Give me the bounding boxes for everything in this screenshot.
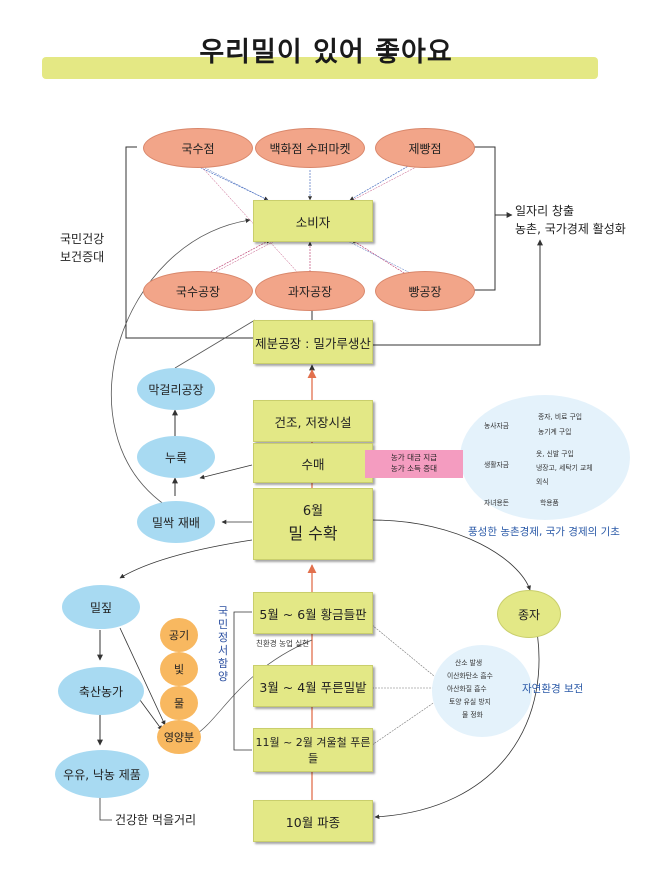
env-item: 아산화질 흡수 — [447, 685, 487, 693]
pink-note: 농가 대금 지급 농가 소득 증대 — [365, 450, 463, 478]
pink-note-line2: 농가 소득 증대 — [390, 464, 438, 473]
harvest-box: 6월 밀 수확 — [253, 488, 373, 560]
economy-cloud — [460, 395, 630, 520]
shop-bakery: 제빵점 — [375, 128, 475, 168]
page-title: 우리밀이 있어 좋아요 — [199, 37, 453, 68]
harvest-label: 밀 수확 — [288, 523, 338, 543]
env-item: 산소 발생 — [455, 659, 483, 667]
straw: 밀짚 — [62, 585, 140, 629]
factory-noodle: 국수공장 — [143, 271, 253, 311]
cloud-item: 농기계 구입 — [538, 428, 572, 436]
shop-department-store: 백화점 수퍼마켓 — [255, 128, 365, 168]
emotion-label-text: 국민정서함양 — [217, 605, 229, 683]
left-label: 국민건강 보건증대 — [60, 230, 104, 266]
seed-circle: 종자 — [497, 590, 561, 638]
livestock-farm: 축산농가 — [58, 667, 144, 715]
economy-caption: 풍성한 농촌경제, 국가 경제의 기초 — [468, 526, 620, 538]
cloud-item: 냉장고, 세탁기 교체 — [536, 464, 593, 472]
cloud-item: 옷, 신발 구입 — [536, 450, 574, 458]
dairy-products: 우유, 낙농 제품 — [55, 750, 149, 798]
consumer-box: 소비자 — [253, 200, 373, 242]
cloud-farming-funds: 농사자금 — [484, 422, 510, 430]
cloud-living-funds: 생활자금 — [484, 461, 510, 469]
season-october-sowing: 10월 파종 — [253, 800, 373, 842]
element-nutrients: 영양분 — [157, 720, 201, 754]
emotion-label: 국민정서함양 — [216, 605, 230, 684]
cloud-child-allowance: 자녀용돈 — [484, 499, 510, 507]
makgeolli-factory: 막걸리공장 — [137, 368, 215, 410]
season-nov-feb: 11월 ~ 2월 겨울철 푸른들 — [253, 728, 373, 772]
right-label: 일자리 창출 농촌, 국가경제 활성화 — [515, 202, 626, 238]
element-water: 물 — [160, 686, 198, 720]
right-label-line1: 일자리 창출 — [515, 204, 575, 218]
eco-farming-label: 친환경 농업 실현 — [256, 639, 310, 648]
storage-box: 건조, 저장시설 — [253, 400, 373, 442]
left-label-line2: 보건증대 — [60, 250, 105, 264]
env-item: 토양 유실 방지 — [449, 698, 491, 706]
cloud-item: 외식 — [536, 478, 549, 486]
wheat-sprout: 밀싹 재배 — [137, 501, 215, 543]
factory-bread: 빵공장 — [375, 271, 475, 311]
title-bar — [42, 57, 598, 79]
left-label-line1: 국민건강 — [60, 232, 105, 246]
pink-note-line1: 농가 대금 지급 — [390, 453, 438, 463]
right-label-line2: 농촌, 국가경제 활성화 — [515, 222, 626, 236]
env-item: 물 정화 — [462, 711, 483, 719]
element-light: 빛 — [160, 652, 198, 686]
environment-cloud — [432, 645, 532, 737]
purchase-box: 수매 — [253, 443, 373, 483]
element-air: 공기 — [160, 618, 198, 652]
flour-mill-box: 제분공장 : 밀가루생산 — [253, 320, 373, 364]
cloud-item: 학용품 — [540, 499, 559, 507]
healthy-food: 건강한 먹을거리 — [115, 813, 197, 827]
cloud-item: 종자, 비료 구입 — [538, 413, 583, 421]
nuruk: 누룩 — [137, 436, 215, 478]
harvest-month: 6월 — [302, 503, 324, 519]
environment-caption: 자연환경 보전 — [522, 683, 584, 695]
season-may-june: 5월 ~ 6월 황금들판 — [253, 592, 373, 634]
season-march-april: 3월 ~ 4월 푸른밀밭 — [253, 665, 373, 707]
shop-noodle: 국수점 — [143, 128, 253, 168]
env-item: 이산화탄소 흡수 — [447, 672, 493, 680]
factory-snack: 과자공장 — [255, 271, 365, 311]
